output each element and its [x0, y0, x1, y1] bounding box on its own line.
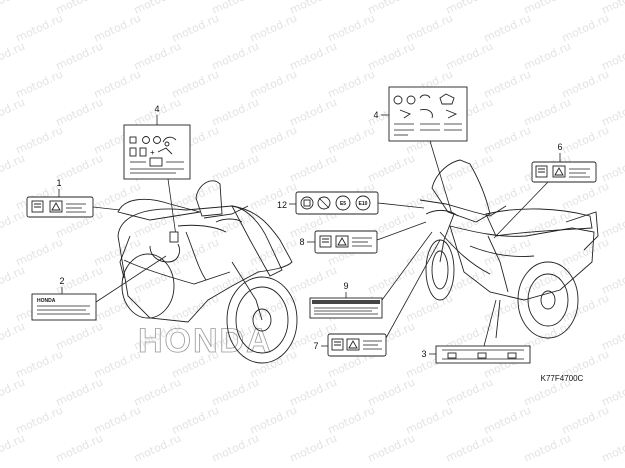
label-number-7: 7: [313, 341, 318, 351]
watermark-text: motod.ru: [366, 432, 417, 465]
watermark-text: motod.ru: [54, 0, 105, 17]
watermark-text: motod.ru: [366, 40, 417, 73]
watermark-text: motod.ru: [288, 152, 339, 185]
watermark-text: motod.ru: [54, 96, 105, 129]
brand-mark-text: HONDA: [138, 322, 273, 360]
e5-badge: [335, 195, 351, 211]
watermark-text: motod.ru: [288, 432, 339, 465]
label-4-group[interactable]: 4: [373, 86, 468, 215]
label-3-group[interactable]: 3: [421, 299, 531, 364]
right-scooter-illustration: [419, 159, 599, 339]
label-number-5: 4: [154, 104, 159, 114]
watermark-text: motod.ru: [444, 376, 495, 409]
label-5-panel: [123, 124, 191, 180]
watermark-text: motod.ru: [210, 432, 261, 465]
label-2-plate: [31, 293, 97, 321]
watermark-text: motod.ru: [288, 96, 339, 129]
watermark-text: motod.ru: [132, 40, 183, 73]
watermark-text: motod.ru: [288, 40, 339, 73]
watermark-text: motod.ru: [54, 376, 105, 409]
svg-text:E10: E10: [359, 201, 368, 207]
watermark-text: motod.ru: [522, 0, 573, 17]
label-number-12: 12: [277, 200, 287, 210]
watermark-text: motod.ru: [54, 40, 105, 73]
watermark-text: motod.ru: [366, 264, 417, 297]
fuel-icon: [300, 196, 314, 210]
watermark-text: motod.ru: [522, 40, 573, 73]
watermark-text: motod.ru: [0, 320, 27, 353]
label-5-pictograms: +: [129, 136, 184, 174]
watermark-text: motod.ru: [0, 376, 27, 409]
label-7-plate: [327, 333, 387, 357]
label-9-group[interactable]: 9: [309, 231, 433, 319]
watermark-text: motod.ru: [132, 432, 183, 465]
label-number-2: 2: [59, 276, 64, 286]
watermark-text: motod.ru: [600, 432, 625, 465]
label-5-group[interactable]: 4 +: [123, 104, 191, 243]
no-fuel-icon: [317, 196, 331, 210]
watermark-text: motod.ru: [132, 0, 183, 17]
label-number-1: 1: [56, 178, 61, 188]
book-icon: [31, 200, 44, 213]
watermark-text: motod.ru: [444, 40, 495, 73]
watermark-text: motod.ru: [288, 0, 339, 17]
label-7-group[interactable]: 7: [313, 239, 441, 357]
svg-text:+: +: [150, 148, 155, 157]
watermark-text: motod.ru: [366, 376, 417, 409]
watermark-text: motod.ru: [132, 376, 183, 409]
watermark-text: motod.ru: [0, 264, 27, 297]
label-number-9: 9: [343, 281, 348, 291]
warning-icon: [49, 200, 63, 213]
watermark-text: motod.ru: [0, 0, 27, 17]
book-icon: [331, 338, 344, 351]
watermark-text: motod.ru: [444, 432, 495, 465]
watermark-text: motod.ru: [210, 0, 261, 17]
book-icon: [319, 235, 332, 248]
label-number-8: 8: [299, 237, 304, 247]
label-12-group[interactable]: 12 E5 E10: [277, 191, 425, 215]
label-6-group[interactable]: 6: [493, 142, 597, 239]
warning-icon: [552, 165, 566, 178]
watermark-text: motod.ru: [444, 264, 495, 297]
svg-text:E5: E5: [340, 201, 346, 207]
watermark-text: motod.ru: [0, 40, 27, 73]
brand-mark-outline: HONDA: [138, 322, 273, 361]
watermark-text: motod.ru: [54, 320, 105, 353]
watermark-text: motod.ru: [0, 208, 27, 241]
label-number-6: 6: [557, 142, 562, 152]
label-number-3: 3: [421, 349, 426, 359]
warning-icon: [346, 338, 360, 351]
label-1-group[interactable]: 1: [26, 178, 121, 218]
watermark-text: motod.ru: [522, 432, 573, 465]
left-scooter-illustration: HONDA: [117, 180, 298, 364]
label-8-group[interactable]: 8: [299, 221, 427, 254]
watermark-text: motod.ru: [0, 432, 27, 465]
e10-badge: [355, 195, 371, 211]
watermark-text: motod.ru: [210, 376, 261, 409]
warning-icon: [335, 235, 349, 248]
watermark-text: motod.ru: [288, 264, 339, 297]
label-4-pictograms: [393, 93, 462, 136]
watermark-text: motod.ru: [366, 0, 417, 17]
label-2-heading: HONDA: [37, 298, 56, 304]
watermark-text: motod.ru: [0, 152, 27, 185]
label-number-4: 4: [373, 110, 378, 120]
watermark-text: motod.ru: [0, 96, 27, 129]
watermark-text: motod.ru: [444, 152, 495, 185]
book-icon: [535, 165, 548, 178]
watermark-text: motod.ru: [54, 432, 105, 465]
diagram-code: K77F4700C: [541, 374, 584, 383]
label-2-group[interactable]: 2 HONDA: [31, 255, 167, 321]
watermark-text: motod.ru: [210, 40, 261, 73]
watermark-text: motod.ru: [366, 152, 417, 185]
watermark-text: motod.ru: [132, 264, 183, 297]
watermark-text: motod.ru: [522, 96, 573, 129]
watermark-text: motod.ru: [288, 376, 339, 409]
watermark-text: motod.ru: [210, 96, 261, 129]
label-8-plate: [314, 230, 378, 254]
watermark-text: motod.ru: [444, 0, 495, 17]
watermark-text: motod.ru: [210, 152, 261, 185]
